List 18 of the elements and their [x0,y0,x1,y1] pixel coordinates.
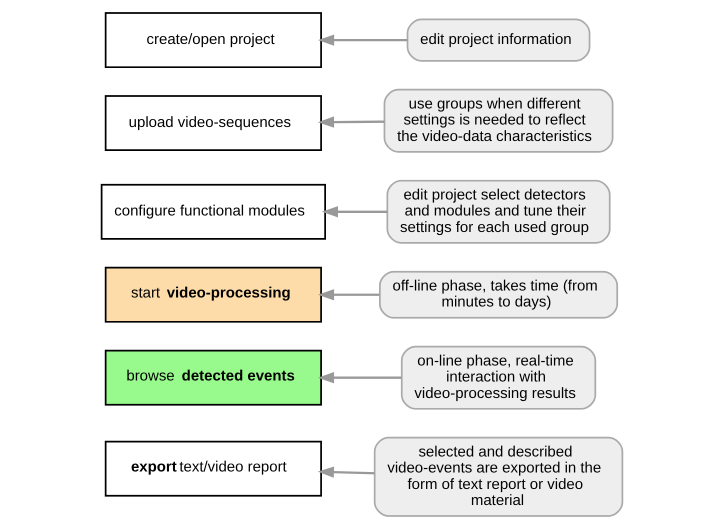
node-box: selected and described video-events are exported in the form of text report or video material [373,436,623,517]
node-box: export text/video report [104,440,322,497]
arrow [317,116,384,128]
arrow [317,466,374,478]
node-box: upload video-sequences [104,95,322,152]
arrow [318,34,407,46]
arrow [317,372,402,384]
node-box: browse detected events [104,350,322,406]
node-box: off-line phase, takes time (from minutes to days) [378,270,618,319]
node-box: on-line phase, real-time interaction with video-processing results [400,346,596,410]
node-box: edit project information [406,18,590,62]
node-box: use groups when different settings is needed to reflect the video-data characteristics [383,88,613,153]
arrow [317,289,379,300]
node-box: start video-processing [104,266,322,323]
node-box: configure functional modules [100,184,326,240]
arrow [321,206,387,218]
node-box: create/open project [104,12,322,68]
node-box: edit project select detectors and modules and tune their settings for each used group [386,180,610,244]
